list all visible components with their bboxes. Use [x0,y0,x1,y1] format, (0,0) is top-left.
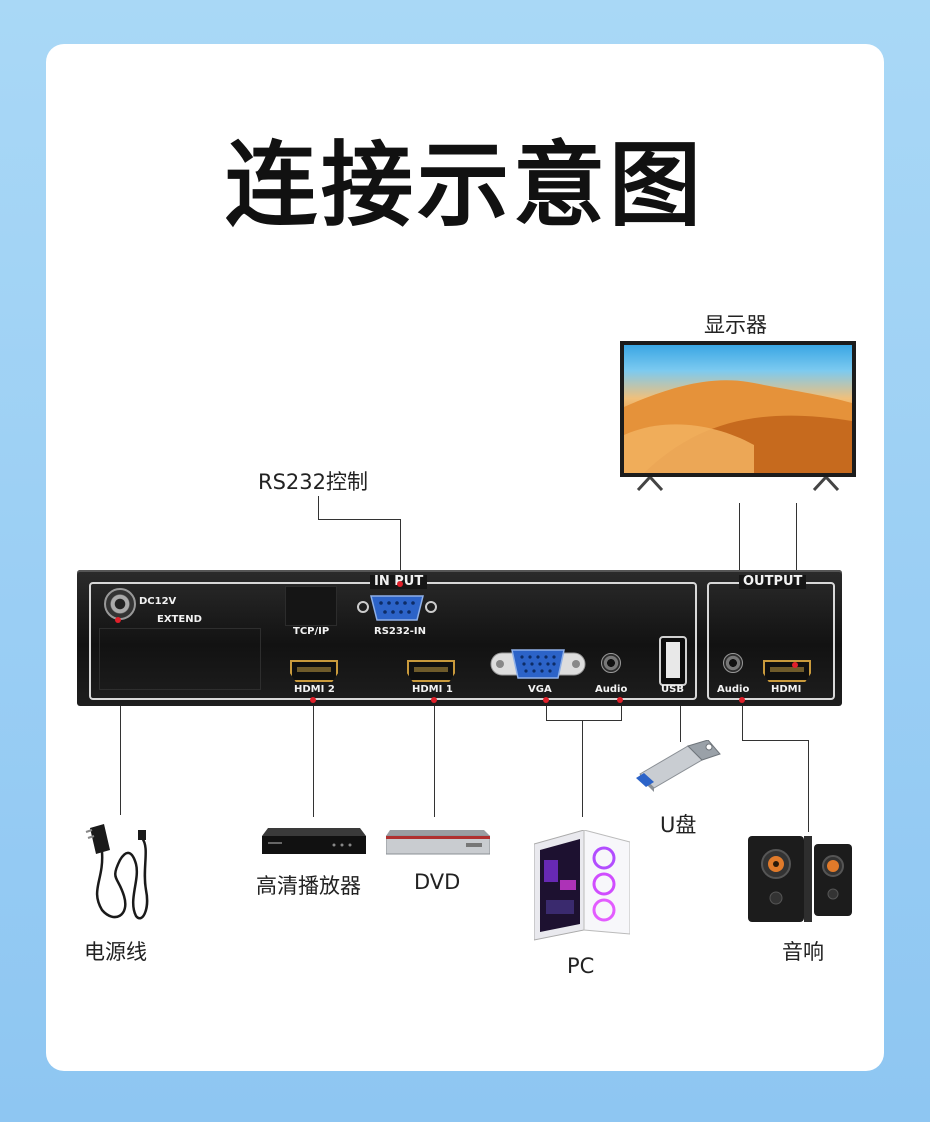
power-connector-line [120,620,121,815]
pc-label: PC [567,954,595,978]
power-marker [115,617,121,623]
hdmi1-port [407,660,455,682]
usb-port [659,636,687,686]
tcpip-port [285,586,337,626]
hdmi1-marker [431,697,437,703]
hd-player-image [262,828,366,854]
vga-port [490,648,586,680]
hdmi-out-label: HDMI [771,684,802,695]
audio-out-marker [739,697,745,703]
dvd-label: DVD [414,870,461,894]
hdmi1-label: HDMI 1 [412,684,453,695]
extend-area [99,628,261,690]
usb-label: USB [661,684,684,695]
dc-label: DC12V [139,596,177,607]
monitor-image [620,341,856,477]
audio-out-label: Audio [717,684,750,695]
usb-drive-label: U盘 [660,813,697,837]
audio-connector-line [742,700,809,741]
usb-drive-image [636,740,721,792]
hdmi2-marker [310,697,316,703]
hdmi-out-port [763,660,811,682]
display-label: 显示器 [704,313,767,337]
dvd-image [386,830,490,855]
rs232-port [357,592,437,622]
usb-connector-line [680,700,681,742]
rs232-in-label: RS232-IN [374,626,427,637]
extend-label: EXTEND [157,614,202,625]
rs232-connector-line [318,496,401,520]
monitor-stand [636,477,840,491]
hdmi2-port [290,660,338,682]
content-card [46,44,884,1071]
output-frame [707,582,835,700]
hdmi-out-marker [792,662,798,668]
audio-in-marker [617,697,623,703]
output-caption: OUTPUT [739,575,807,589]
switcher-device-panel: IN PUT OUTPUT DC12V EXTEND TCP/IP RS232-… [77,570,842,706]
hd-player-label: 高清播放器 [256,874,361,898]
audio-out-jack [723,653,743,673]
power-adapter-label: 电源线 [84,940,147,964]
pc-connector-line [582,720,583,817]
speakers-image [748,836,852,922]
vga-label: VGA [528,684,552,695]
vga-marker [543,697,549,703]
audio-in-jack [601,653,621,673]
hdmi2-label: HDMI 2 [294,684,335,695]
hdmi1-connector-line [434,700,435,817]
dc-power-jack [104,588,136,620]
audio-in-label: Audio [595,684,628,695]
page-title: 连接示意图 [224,132,705,239]
hdmi2-connector-line [313,700,314,817]
audio-connector-line-down [808,740,809,832]
rs232-label: RS232控制 [258,470,369,494]
pc-connector-bracket [546,700,622,721]
speakers-label: 音响 [782,940,824,964]
pc-image [534,830,630,941]
power-adapter-image [85,824,149,920]
rs232-marker [397,581,403,587]
tcpip-label: TCP/IP [293,626,330,637]
rs232-connector-line-top [318,519,401,584]
